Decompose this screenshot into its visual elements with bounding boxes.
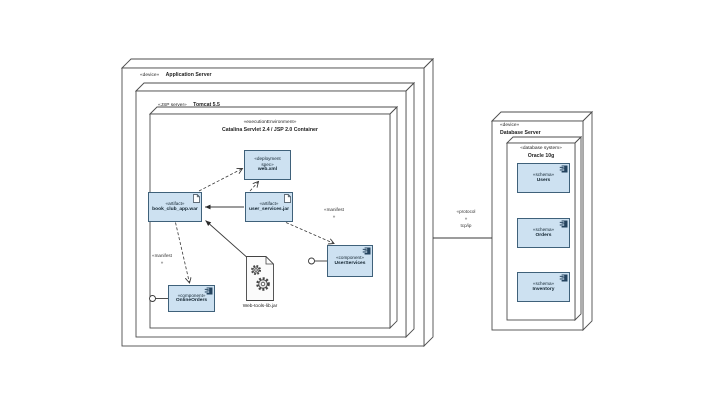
app-server-label: «device» Application Server [140, 63, 212, 81]
artifact-book-club-app-war-box: «artifact» book_club_app.war [148, 192, 202, 222]
manifest-arrow-userjar-to-userservices [285, 222, 334, 244]
bookwar-stereotype: «artifact» [165, 201, 185, 207]
orders-stereotype: «schema» [532, 227, 555, 233]
bookwar-name: book_club_app.war [152, 206, 198, 212]
exec-env-label: «executionEnvironment» Catalina Servlet … [150, 120, 390, 133]
schema-icon [558, 220, 568, 228]
app-server-name: Application Server [165, 72, 212, 78]
manifest-label-right: «manifest » [316, 206, 352, 220]
db-server-name: Database Server [500, 129, 541, 136]
tomcat-name: Tomcat 5.5 [193, 102, 220, 108]
manifest-arrow-bookwar-to-onlineorders [175, 222, 190, 284]
artifact-user-services-jar-box: «artifact» user_services.jar [245, 192, 293, 222]
manifest-right-line1: «manifest [324, 207, 344, 212]
protocol-name: tcp/ip [460, 223, 472, 228]
tomcat-stereotype: «JSP server» [158, 103, 187, 108]
protocol-label: «protocol » tcp/ip [446, 208, 486, 229]
manifest-left-line1: «manifest [152, 253, 172, 258]
component-userservices-box: «component» UserServices [327, 245, 373, 277]
schema-icon [558, 274, 568, 282]
userjar-stereotype: «artifact» [259, 201, 279, 207]
web-tools-lib-label: Web-tools-lib.jar [242, 304, 278, 309]
onlineorders-interface-lollipop [149, 295, 168, 302]
userservices-interface-lollipop [308, 257, 327, 265]
artifact-document-icon [283, 194, 291, 203]
userjar-name: user_services.jar [249, 206, 289, 212]
db-server-label: «device» Database Server [500, 123, 541, 136]
schema-inventory-box: «schema» Inventory [517, 272, 570, 302]
oracle-name: Oracle 10g [527, 152, 555, 159]
webxml-name: web.xml [257, 167, 278, 173]
webxml-stereotype-line2: spec» [261, 161, 274, 167]
deployment-spec-webxml-box: «deployment spec» web.xml [244, 150, 291, 180]
manifest-left-line2: » [160, 260, 164, 265]
orders-name: Orders [535, 232, 552, 238]
schema-orders-box: «schema» Orders [517, 218, 570, 248]
protocol-line2: » [464, 216, 468, 221]
userservices-name: UserServices [334, 260, 366, 266]
tomcat-label: «JSP server» Tomcat 5.5 [158, 93, 220, 111]
dependency-weblib-to-bookwar [205, 220, 251, 261]
onlineorders-stereotype: «component» [177, 292, 206, 298]
inventory-stereotype: «schema» [532, 281, 555, 287]
webxml-stereotype-line1: «deployment [254, 156, 281, 162]
oracle-stereotype: «database system» [520, 146, 562, 151]
oracle-label: «database system» Oracle 10g [507, 146, 575, 159]
gear-small-icon [251, 265, 261, 275]
userservices-stereotype: «component» [336, 255, 364, 261]
deploy-arrow-bookwar-to-webxml [198, 169, 243, 192]
manifest-right-line2: » [332, 214, 336, 219]
deploy-arrow-userjar-to-webxml [249, 182, 259, 192]
web-tools-lib-document-icon [246, 256, 274, 301]
db-server-stereotype: «device» [500, 123, 520, 128]
users-name: Users [536, 177, 551, 183]
app-server-stereotype: «device» [140, 73, 160, 78]
manifest-label-left: «manifest » [146, 252, 178, 266]
schema-users-box: «schema» Users [517, 163, 570, 193]
onlineorders-name: OnlineOrders [175, 298, 208, 304]
component-icon [361, 247, 371, 255]
gear-large-icon [256, 277, 270, 291]
protocol-line1: «protocol [456, 209, 476, 214]
artifact-document-icon [192, 194, 200, 203]
users-stereotype: «schema» [532, 172, 555, 178]
exec-env-name: Catalina Servlet 2.4 / JSP 2.0 Container [222, 126, 318, 133]
exec-env-stereotype: «executionEnvironment» [243, 120, 297, 125]
schema-icon [558, 165, 568, 173]
component-onlineorders-box: «component» OnlineOrders [168, 285, 215, 312]
inventory-name: Inventory [532, 286, 555, 292]
component-icon [203, 287, 213, 295]
